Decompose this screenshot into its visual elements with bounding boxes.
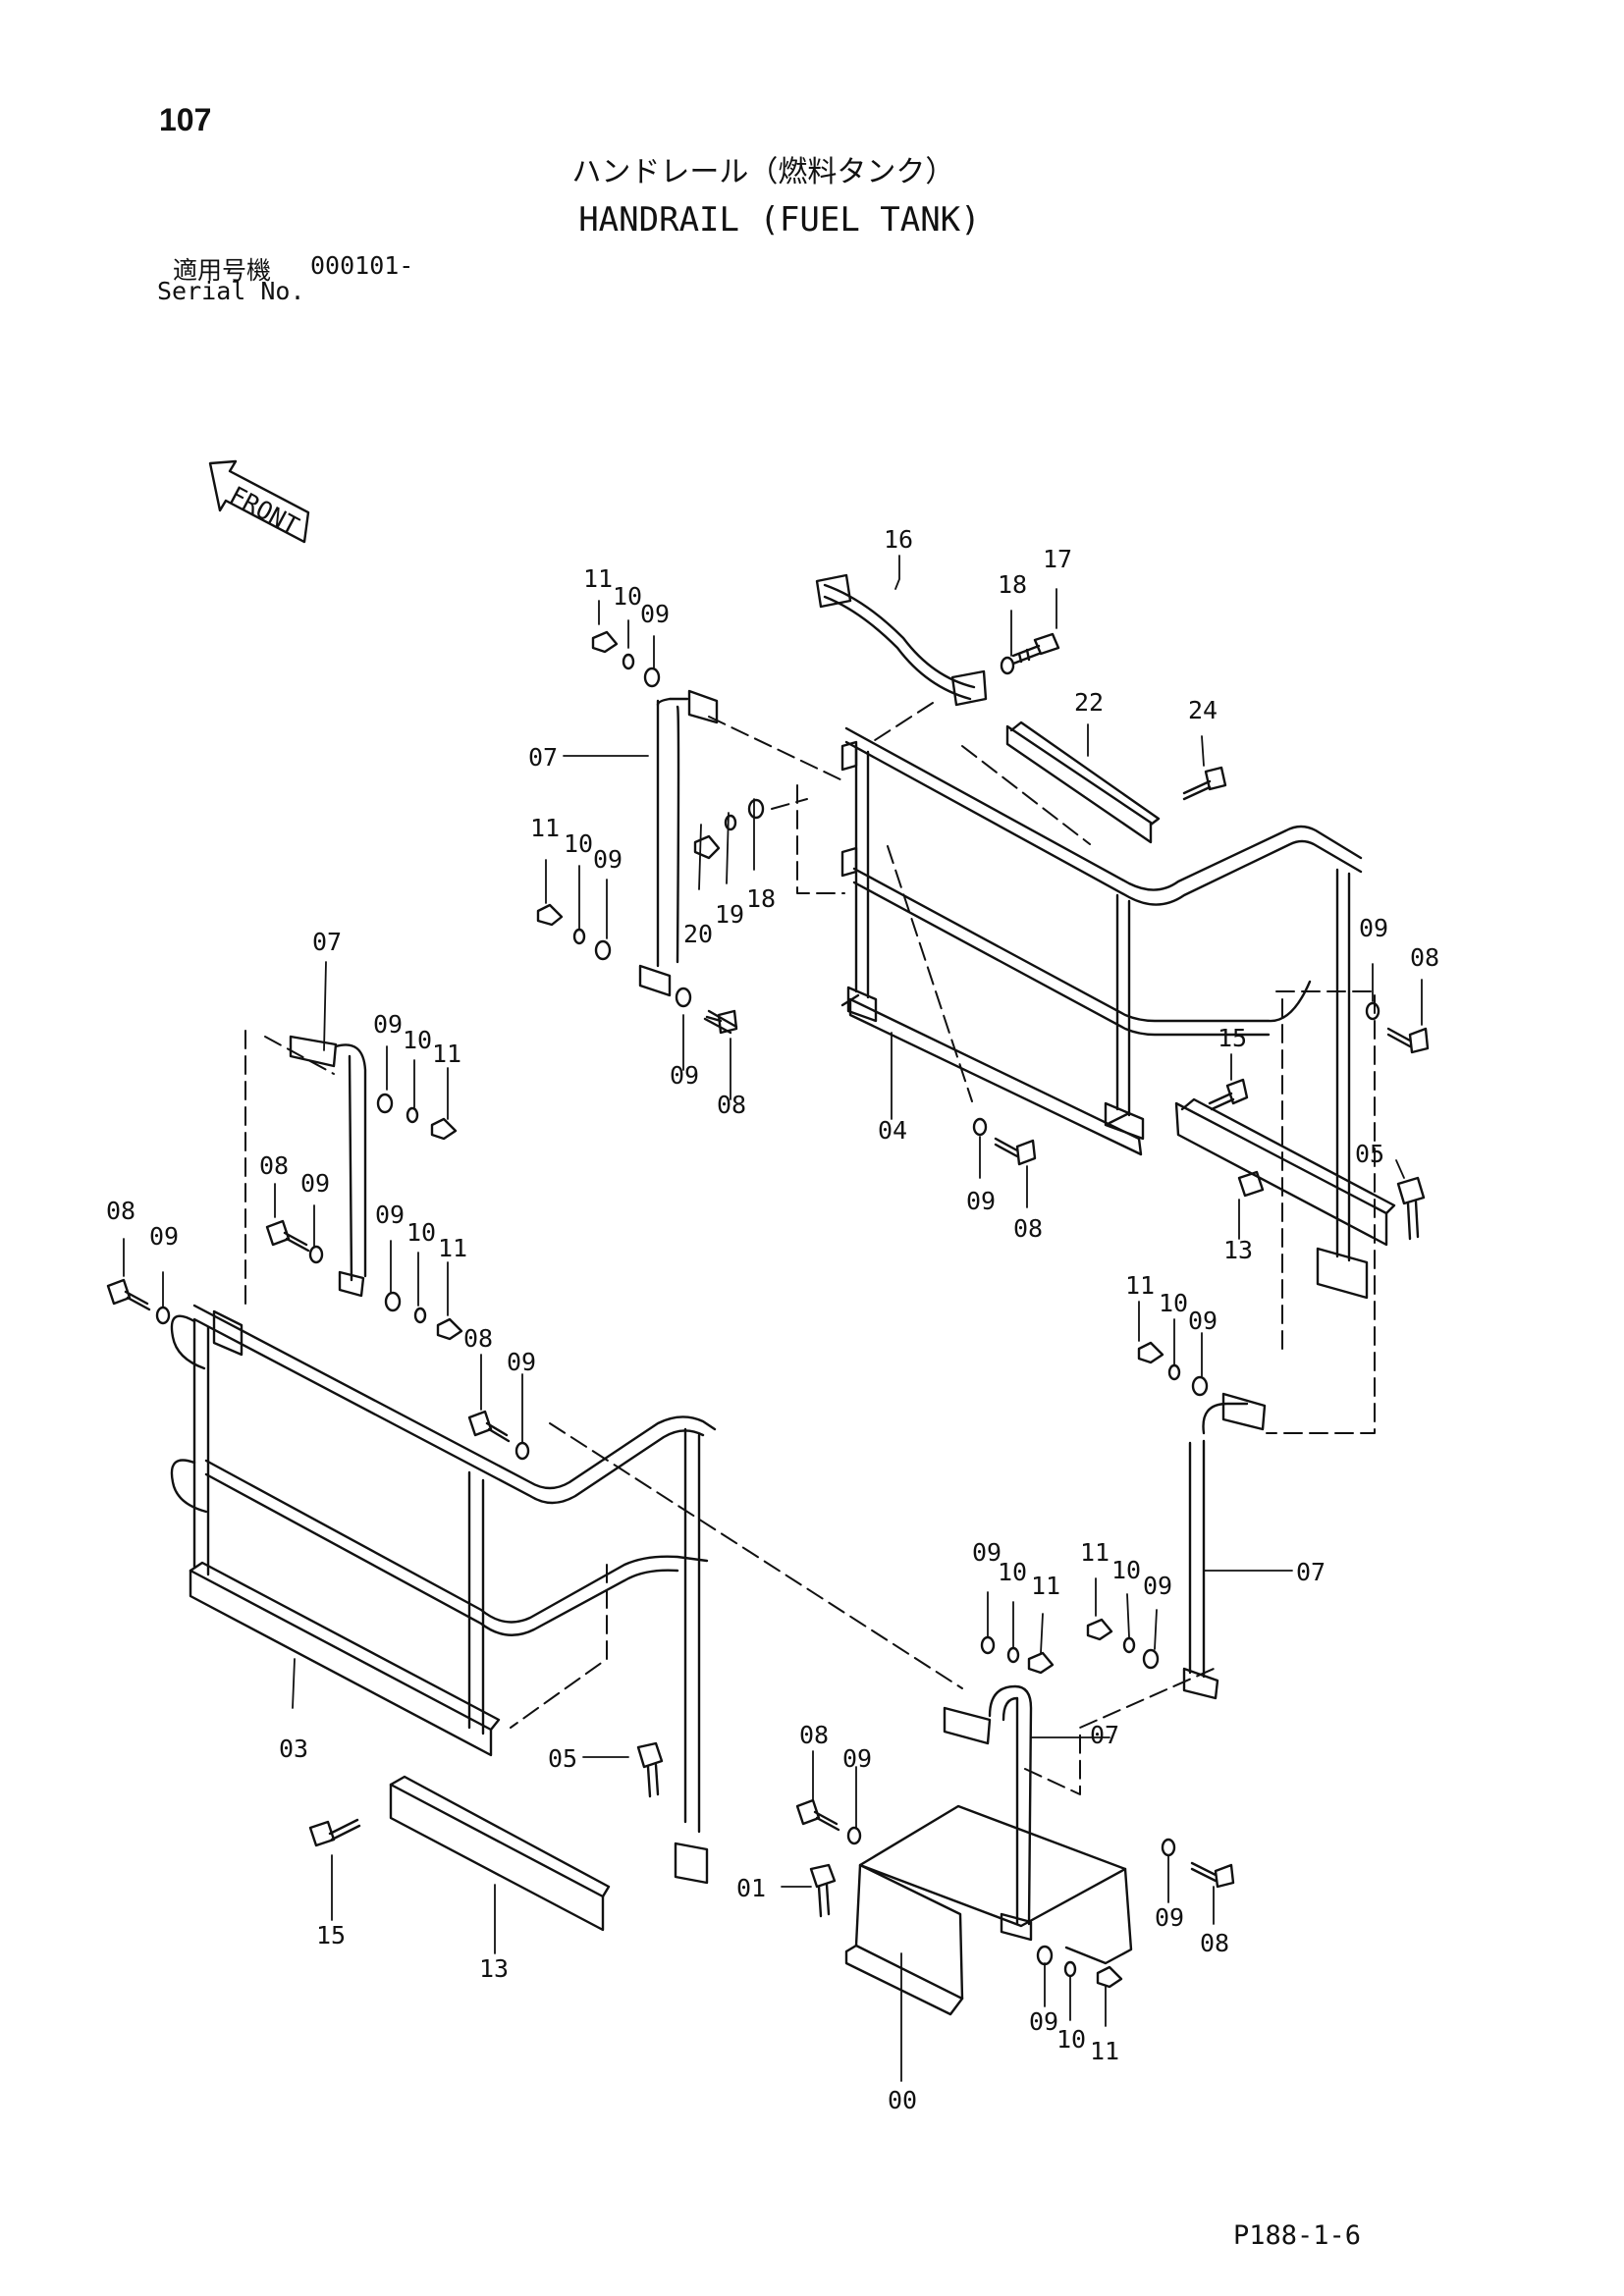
- title-english: HANDRAIL (FUEL TANK): [578, 200, 981, 240]
- callout-label: 11: [432, 1040, 461, 1068]
- part-07-left-grab-rail: [289, 1035, 367, 1298]
- part-22-plate: [1005, 721, 1161, 844]
- callout-label: 09: [375, 1201, 405, 1229]
- callout-label: 08: [463, 1324, 493, 1353]
- callout-label: 07: [528, 743, 558, 772]
- callout-label: 11: [530, 814, 560, 842]
- callout-label: 22: [1074, 688, 1104, 717]
- callout-label: 09: [149, 1222, 179, 1251]
- serial-number-value: 000101-: [310, 251, 414, 280]
- callout-label: 09: [842, 1744, 872, 1773]
- part-07-upper-grab-rail: [638, 689, 719, 997]
- serial-label-japanese: 適用号機: [173, 256, 272, 285]
- callout-label: 10: [564, 829, 593, 858]
- callout-label: 11: [438, 1234, 467, 1262]
- callout-label: 10: [1111, 1556, 1141, 1584]
- callout-label: 09: [972, 1538, 1001, 1567]
- part-07-right-grab-rail: [1182, 1392, 1267, 1700]
- upper-left-nut-washers: [536, 630, 765, 1035]
- callout-label: 09: [670, 1061, 699, 1090]
- callout-label: 10: [613, 582, 642, 611]
- upper-right-handrail-assembly: [840, 726, 1369, 1300]
- title-japanese: ハンドレール（燃料タンク）: [571, 155, 955, 189]
- callout-label: 04: [878, 1116, 907, 1145]
- part-15-bolt-icon: [1208, 1078, 1249, 1111]
- callout-label: 18: [746, 884, 776, 913]
- callout-label: 07: [1090, 1721, 1119, 1749]
- part-24-bolt-icon: [1182, 766, 1227, 801]
- callout-label: 18: [998, 570, 1027, 599]
- callout-label: 09: [1143, 1572, 1172, 1600]
- callout-label: 05: [1355, 1140, 1384, 1168]
- assembly-guide-lines: [244, 702, 1376, 1795]
- callout-label: 08: [1200, 1929, 1229, 1957]
- callout-label: 08: [259, 1151, 289, 1180]
- callout-label: 19: [715, 900, 744, 929]
- callout-label: 09: [640, 600, 670, 628]
- lower-hardware-set: [795, 1001, 1430, 1989]
- callout-label: 09: [1359, 914, 1388, 942]
- callout-label: 10: [406, 1218, 436, 1247]
- callout-label: 13: [479, 1954, 509, 1983]
- part-13-right-plate: [1174, 1097, 1396, 1247]
- serial-label-english: Serial No.: [157, 277, 305, 305]
- callout-label: 24: [1188, 696, 1218, 724]
- callout-label: 09: [593, 845, 623, 874]
- callout-label: 11: [1031, 1572, 1060, 1600]
- callout-label: 03: [279, 1735, 308, 1763]
- callout-label: 09: [966, 1187, 996, 1215]
- callout-label: 10: [403, 1026, 432, 1054]
- part-05-lower-bolt-icon: [636, 1741, 664, 1798]
- part-13-left-plate: [389, 1775, 611, 1932]
- front-arrow-icon: FRONT: [208, 459, 310, 544]
- part-16-handrail-brace: [815, 573, 988, 707]
- callout-label: 08: [799, 1721, 829, 1749]
- callout-label: 08: [1410, 943, 1439, 972]
- callout-leader-lines: [123, 555, 1423, 2082]
- callout-label: 07: [1296, 1558, 1326, 1586]
- callout-label: 09: [1155, 1903, 1184, 1932]
- part-01-bolt-icon: [809, 1863, 837, 1918]
- callout-label: 11: [1080, 1538, 1110, 1567]
- callout-label: 16: [884, 525, 913, 554]
- callout-label: 11: [1090, 2037, 1119, 2065]
- callout-label: 09: [1029, 2007, 1058, 2036]
- callout-label: 15: [1218, 1024, 1247, 1052]
- part-15-lower-bolt-icon: [308, 1818, 361, 1847]
- callout-label: 15: [316, 1921, 346, 1949]
- mid-left-bolts-washers: [106, 1093, 530, 1461]
- callout-label: 00: [888, 2086, 917, 2114]
- part-18-washer-icon: [1000, 656, 1015, 675]
- callout-label: 09: [507, 1348, 536, 1376]
- page-number: 107: [159, 102, 212, 137]
- callout-label: 09: [300, 1169, 330, 1198]
- callout-label: 11: [1125, 1271, 1155, 1300]
- lower-left-handrail-assembly: [170, 1304, 717, 1885]
- callout-label: 09: [1188, 1307, 1218, 1335]
- callout-label: 09: [373, 1010, 403, 1039]
- callout-label: 01: [736, 1874, 766, 1902]
- callout-label: 10: [998, 1558, 1027, 1586]
- callout-label: 13: [1223, 1236, 1253, 1264]
- part-00-bracket: [844, 1804, 1133, 2016]
- part-05-bolt-icon: [1396, 1176, 1426, 1241]
- callout-label: 05: [548, 1744, 577, 1773]
- callout-label: 11: [583, 564, 613, 593]
- callout-label: 08: [1013, 1214, 1043, 1243]
- callout-label: 17: [1043, 545, 1072, 573]
- part-07-lower-grab-rail: [943, 1684, 1033, 1942]
- callout-label: 10: [1056, 2025, 1086, 2054]
- callout-labels: 11 10 09 16 17 18 07 22 24 11 10 09 20 1…: [106, 525, 1439, 2114]
- callout-label: 20: [683, 920, 713, 948]
- part-17-bolt-icon: [1011, 632, 1060, 666]
- callout-label: 10: [1159, 1289, 1188, 1317]
- drawing-code: P188-1-6: [1233, 2220, 1362, 2251]
- callout-label: 08: [717, 1091, 746, 1119]
- callout-label: 08: [106, 1197, 135, 1225]
- callout-label: 07: [312, 928, 342, 956]
